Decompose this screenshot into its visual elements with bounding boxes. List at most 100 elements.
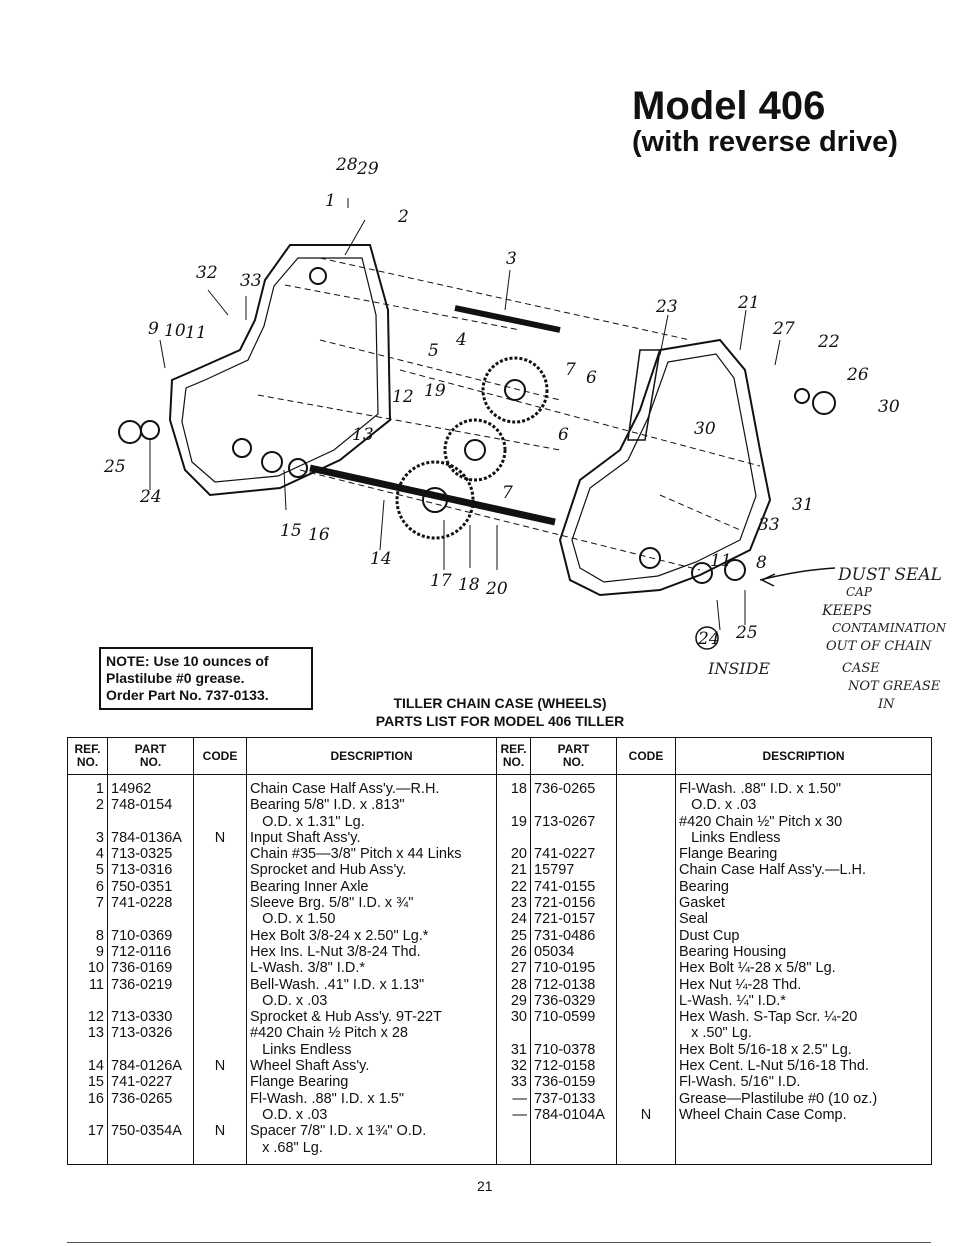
part-no: 05034 <box>534 943 575 960</box>
part-description: Fl-Wash. .88" I.D. x 1.50" <box>679 781 842 797</box>
callout-9: 9 <box>148 319 159 339</box>
part-description: Bearing Housing <box>679 943 787 960</box>
part-description: O.D. x 1.50 <box>250 911 336 928</box>
spacer <box>111 1107 190 1123</box>
spacer <box>71 1140 104 1156</box>
part-description: Hex Ins. L-Nut 3/8-24 Thd. <box>250 943 421 960</box>
chain-case-half-rh <box>168 244 392 497</box>
part-description: Fl-Wash. .88" I.D. x 1.5" <box>250 1090 404 1107</box>
part-description: Hex Bolt 3/8-24 x 2.50" Lg.* <box>250 927 429 944</box>
part-code <box>197 862 243 878</box>
part-code <box>197 960 243 976</box>
callout-11: 11 <box>185 323 207 343</box>
part-description: Links Endless <box>250 1041 352 1058</box>
ref-no: 28 <box>510 976 527 993</box>
part-no: 736-0169 <box>111 960 173 977</box>
ref-no: 21 <box>510 862 527 879</box>
callout-6b: 6 <box>558 425 569 445</box>
ref-no: 32 <box>510 1058 527 1075</box>
part-no: 736-0159 <box>534 1074 596 1091</box>
sprocket-upper <box>481 356 549 424</box>
part-description: Bearing <box>679 878 729 895</box>
part-code <box>620 814 672 830</box>
callout-33b: 33 <box>758 515 780 535</box>
spacer <box>500 1025 527 1041</box>
callout-13: 13 <box>352 425 374 445</box>
callout-24b: 24 <box>697 629 720 649</box>
handwritten-line4: CONTAMINATION <box>832 621 947 635</box>
part-no: 731-0486 <box>534 927 596 944</box>
ref-no: 6 <box>95 878 104 895</box>
part-no: 710-0369 <box>111 927 173 944</box>
note-line1: NOTE: Use 10 ounces of <box>106 653 269 669</box>
spacer <box>111 1140 190 1156</box>
spacer <box>534 830 613 846</box>
spacer <box>71 814 104 830</box>
part-description: L-Wash. 3/8" I.D.* <box>250 960 366 977</box>
page-number: 21 <box>477 1178 493 1194</box>
ref-no: 33 <box>510 1074 527 1091</box>
part-no: 710-0195 <box>534 960 596 977</box>
callout-26: 26 <box>846 365 869 385</box>
spacer <box>620 797 672 813</box>
spacer <box>620 830 672 846</box>
ref-no: 2 <box>95 797 104 814</box>
handwritten-line7: NOT GREASE <box>847 679 941 694</box>
part-description: Spacer 7/8" I.D. x 1¾" O.D. <box>250 1123 427 1140</box>
callout-21: 21 <box>737 293 760 313</box>
part-code <box>620 879 672 895</box>
part-no: 721-0157 <box>534 911 596 928</box>
part-no: 713-0267 <box>534 813 596 830</box>
handwritten-line5: OUT OF CHAIN <box>826 639 932 654</box>
part-code <box>620 977 672 993</box>
callout-25: 25 <box>103 457 126 477</box>
part-no: 750-0351 <box>111 878 173 895</box>
part-description: O.D. x .03 <box>250 992 328 1009</box>
part-description: L-Wash. ¼" I.D.* <box>679 992 786 1009</box>
ref-no: 10 <box>87 960 104 977</box>
ref-no: 15 <box>87 1074 104 1091</box>
left-description-column: Chain Case Half Ass'y.—R.H.Bearing 5/8" … <box>246 774 497 1165</box>
part-no: 736-0329 <box>534 992 596 1009</box>
callout-3: 3 <box>506 249 517 269</box>
spacer <box>111 1042 190 1058</box>
callout-33: 33 <box>240 271 262 291</box>
part-description: Chain Case Half Ass'y.—R.H. <box>250 781 440 797</box>
part-code <box>197 781 243 797</box>
part-code <box>197 1074 243 1090</box>
part-no: 736-0219 <box>111 976 173 993</box>
part-code <box>197 895 243 911</box>
ref-no: 25 <box>510 927 527 944</box>
part-no: 713-0316 <box>111 862 173 879</box>
spacer <box>534 1025 613 1041</box>
part-code <box>197 977 243 993</box>
part-description: Grease—Plastilube #0 (10 oz.) <box>679 1090 878 1107</box>
part-no: 14962 <box>111 781 152 797</box>
part-description: Hex Bolt 5/16-18 x 2.5" Lg. <box>679 1041 852 1058</box>
handwritten-inside: INSIDE <box>707 659 770 678</box>
callout-23: 23 <box>655 297 678 317</box>
part-no: 750-0354A <box>111 1123 182 1140</box>
part-code <box>197 1091 243 1107</box>
ref-no: 27 <box>510 960 527 977</box>
wheel-shaft <box>309 464 556 526</box>
spacer <box>71 993 104 1009</box>
sprocket-large <box>395 460 475 540</box>
callout-2: 2 <box>397 207 409 227</box>
ref-no: 7 <box>95 895 104 912</box>
spacer <box>71 911 104 927</box>
spacer <box>111 814 190 830</box>
note-line3: Order Part No. 737-0133. <box>106 687 269 703</box>
header-ref-right: REF.NO. <box>496 737 531 775</box>
callout-19: 19 <box>424 381 446 401</box>
callout-30b: 30 <box>694 419 716 439</box>
part-code <box>197 797 243 813</box>
part-code <box>620 1058 672 1074</box>
part-description: Dust Cup <box>679 927 740 944</box>
spacer <box>197 1140 243 1156</box>
parts-list-caption: TILLER CHAIN CASE (WHEELS) PARTS LIST FO… <box>330 694 670 730</box>
part-code <box>620 911 672 927</box>
part-no: 721-0156 <box>534 895 596 912</box>
part-description: Gasket <box>679 895 725 912</box>
ref-no: 31 <box>510 1041 527 1058</box>
